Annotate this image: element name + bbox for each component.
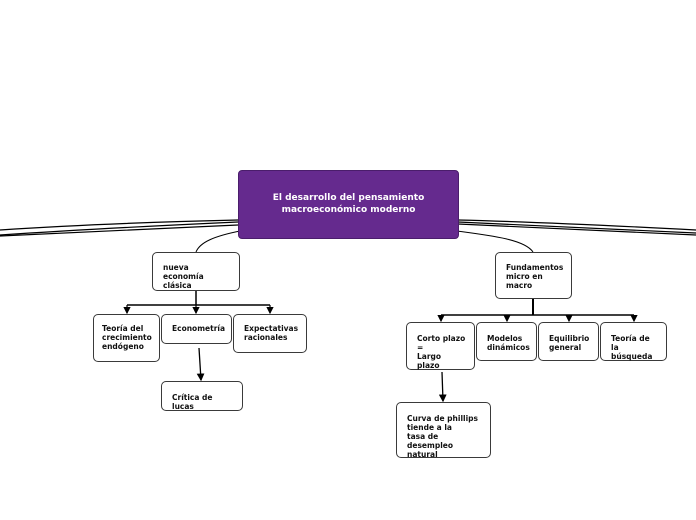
offscreen-link-left-3 <box>0 224 239 237</box>
topic-econometria[interactable]: Econometría <box>161 314 232 344</box>
link-root-fundamentos <box>456 230 534 253</box>
topic-teoria-crecimiento-endogeno[interactable]: Teoría del crecimiento endógeno <box>93 314 160 362</box>
offscreen-link-right-1 <box>457 219 696 231</box>
topic-teoria-busqueda[interactable]: Teoría de la búsqueda <box>600 322 667 361</box>
topic-corto-plazo[interactable]: Corto plazo = Largo plazo <box>406 322 475 370</box>
topic-fundamentos-micro[interactable]: Fundamentos micro en macro <box>495 252 572 299</box>
topic-curva-de-phillips[interactable]: Curva de phillips tiende a la tasa de de… <box>396 402 491 459</box>
offscreen-link-right-2 <box>457 221 696 234</box>
topic-expectativas-racionales[interactable]: Expectativas racionales <box>233 314 307 353</box>
offscreen-link-right-3 <box>457 223 696 236</box>
topic-modelos-dinamicos[interactable]: Modelos dinámicos <box>476 322 537 361</box>
topic-equilibrio-general[interactable]: Equilibrio general <box>538 322 599 361</box>
offscreen-link-left-1 <box>0 219 239 231</box>
offscreen-link-left-2 <box>0 221 239 236</box>
topic-critica-de-lucas[interactable]: Crítica de lucas <box>161 381 243 411</box>
root-topic[interactable]: El desarrollo del pensamiento macroeconó… <box>238 170 459 239</box>
link-root-nueva <box>195 230 241 253</box>
topic-nueva-economia-clasica[interactable]: nueva economía clásica <box>152 252 240 291</box>
